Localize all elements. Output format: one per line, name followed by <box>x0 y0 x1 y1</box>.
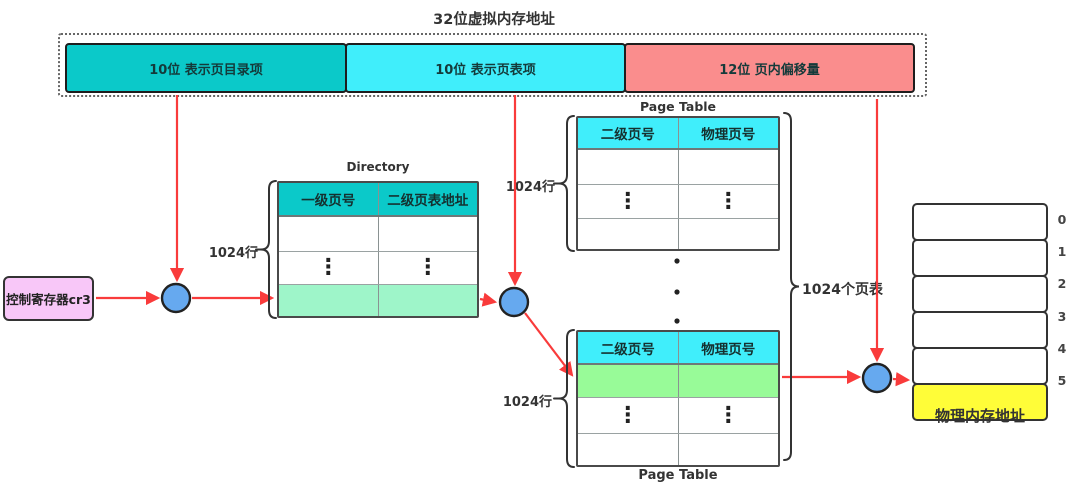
translation-node-3 <box>861 362 893 394</box>
directory-rows-count-label: 1024行 <box>208 246 258 261</box>
segment-page-offset-bits: 12位 页内偏移量 <box>624 43 915 93</box>
physical-memory-label: 物理内存地址 <box>934 407 1025 425</box>
memory-slot-3 <box>912 311 1048 349</box>
directory-title: Directory <box>346 160 410 174</box>
arrow-node2-to-page-table <box>524 312 574 377</box>
arrow-directory-to-node2 <box>479 292 498 307</box>
page-table-bottom: 二级页号 物理页号 ⋮ ⋮ <box>576 330 780 467</box>
pt-bottom-rows-count-label: 1024行 <box>502 395 552 410</box>
pt-bottom-header-physical-pageno: 物理页号 <box>677 332 779 363</box>
pt-top-header-physical-pageno: 物理页号 <box>677 118 779 148</box>
cr3-register-box: 控制寄存器cr3 <box>3 276 94 321</box>
vertical-ellipsis: ⋮ <box>677 398 779 433</box>
memory-slot-1 <box>912 239 1048 277</box>
page-tables-count-label: 1024个页表 <box>802 282 883 298</box>
brace-pt-bottom-rows <box>558 329 575 468</box>
segment-page-directory-bits: 10位 表示页目录项 <box>65 43 347 93</box>
brace-directory-rows <box>260 180 277 319</box>
segment-page-directory-bits-label: 10位 表示页目录项 <box>149 62 263 78</box>
slot-number: 1 <box>1057 243 1067 259</box>
pt-bottom-empty-row <box>578 434 778 465</box>
cr3-register-label: 控制寄存器cr3 <box>6 292 91 307</box>
pt-top-empty-row-2 <box>578 219 778 249</box>
segment-page-table-bits: 10位 表示页表项 <box>345 43 626 93</box>
arrow-node3-to-memory <box>892 372 911 387</box>
directory-table: 一级页号 二级页表地址 ⋮ ⋮ <box>277 181 479 318</box>
memory-slot-numbers: 0 1 2 3 4 5 <box>1050 203 1074 397</box>
memory-slot-5-selected <box>912 383 1048 421</box>
vertical-ellipsis: ⋮ <box>616 188 639 214</box>
directory-header-level2-table-addr: 二级页表地址 <box>377 183 478 215</box>
physical-memory-column <box>912 203 1048 421</box>
page-table-top-header-row: 二级页号 物理页号 <box>578 118 778 150</box>
directory-selected-row <box>279 285 477 316</box>
page-table-bottom-header-row: 二级页号 物理页号 <box>578 332 778 365</box>
brace-pt-top-rows <box>558 115 575 252</box>
slot-number: 3 <box>1057 308 1067 324</box>
vertical-ellipsis: ⋮ <box>317 255 340 280</box>
pt-bottom-selected-row <box>578 365 778 398</box>
pt-top-header-level2-pageno: 二级页号 <box>600 127 655 143</box>
translation-node-2 <box>498 286 530 318</box>
pt-top-rows-count-label: 1024行 <box>505 180 555 195</box>
slot-number: 0 <box>1057 211 1067 227</box>
pt-top-empty-row <box>578 150 778 185</box>
pt-bottom-ellipsis-row: ⋮ ⋮ <box>578 398 778 434</box>
segment-page-offset-bits-label: 12位 页内偏移量 <box>719 62 820 78</box>
directory-header-level1-pageno: 一级页号 <box>301 193 356 209</box>
pt-bottom-header-level2-pageno: 二级页号 <box>600 341 655 358</box>
vertical-ellipsis: ⋮ <box>377 252 478 284</box>
vertical-ellipsis: ⋮ <box>677 185 779 218</box>
memory-slot-4 <box>912 347 1048 385</box>
slot-number: 2 <box>1057 276 1067 292</box>
directory-header-row: 一级页号 二级页表地址 <box>279 183 477 217</box>
pt-top-ellipsis-row: ⋮ ⋮ <box>578 185 778 219</box>
segment-page-table-bits-label: 10位 表示页表项 <box>435 62 536 78</box>
page-table-bottom-title: Page Table <box>638 468 718 483</box>
slot-number: 5 <box>1057 373 1067 389</box>
memory-slot-2 <box>912 275 1048 313</box>
directory-empty-row <box>279 217 477 252</box>
slot-number: 4 <box>1057 340 1067 356</box>
memory-slot-0 <box>912 203 1048 241</box>
page-tables-ellipsis <box>674 258 680 324</box>
vertical-ellipsis: ⋮ <box>616 402 639 428</box>
translation-node-1 <box>160 282 192 314</box>
page-table-top-title: Page Table <box>639 99 717 114</box>
virtual-address-outline <box>58 33 927 97</box>
page-table-top: 二级页号 物理页号 ⋮ ⋮ <box>576 116 780 251</box>
brace-page-tables-count <box>783 112 800 461</box>
directory-ellipsis-row: ⋮ ⋮ <box>279 252 477 285</box>
diagram-title: 32位虚拟内存地址 <box>433 12 555 28</box>
